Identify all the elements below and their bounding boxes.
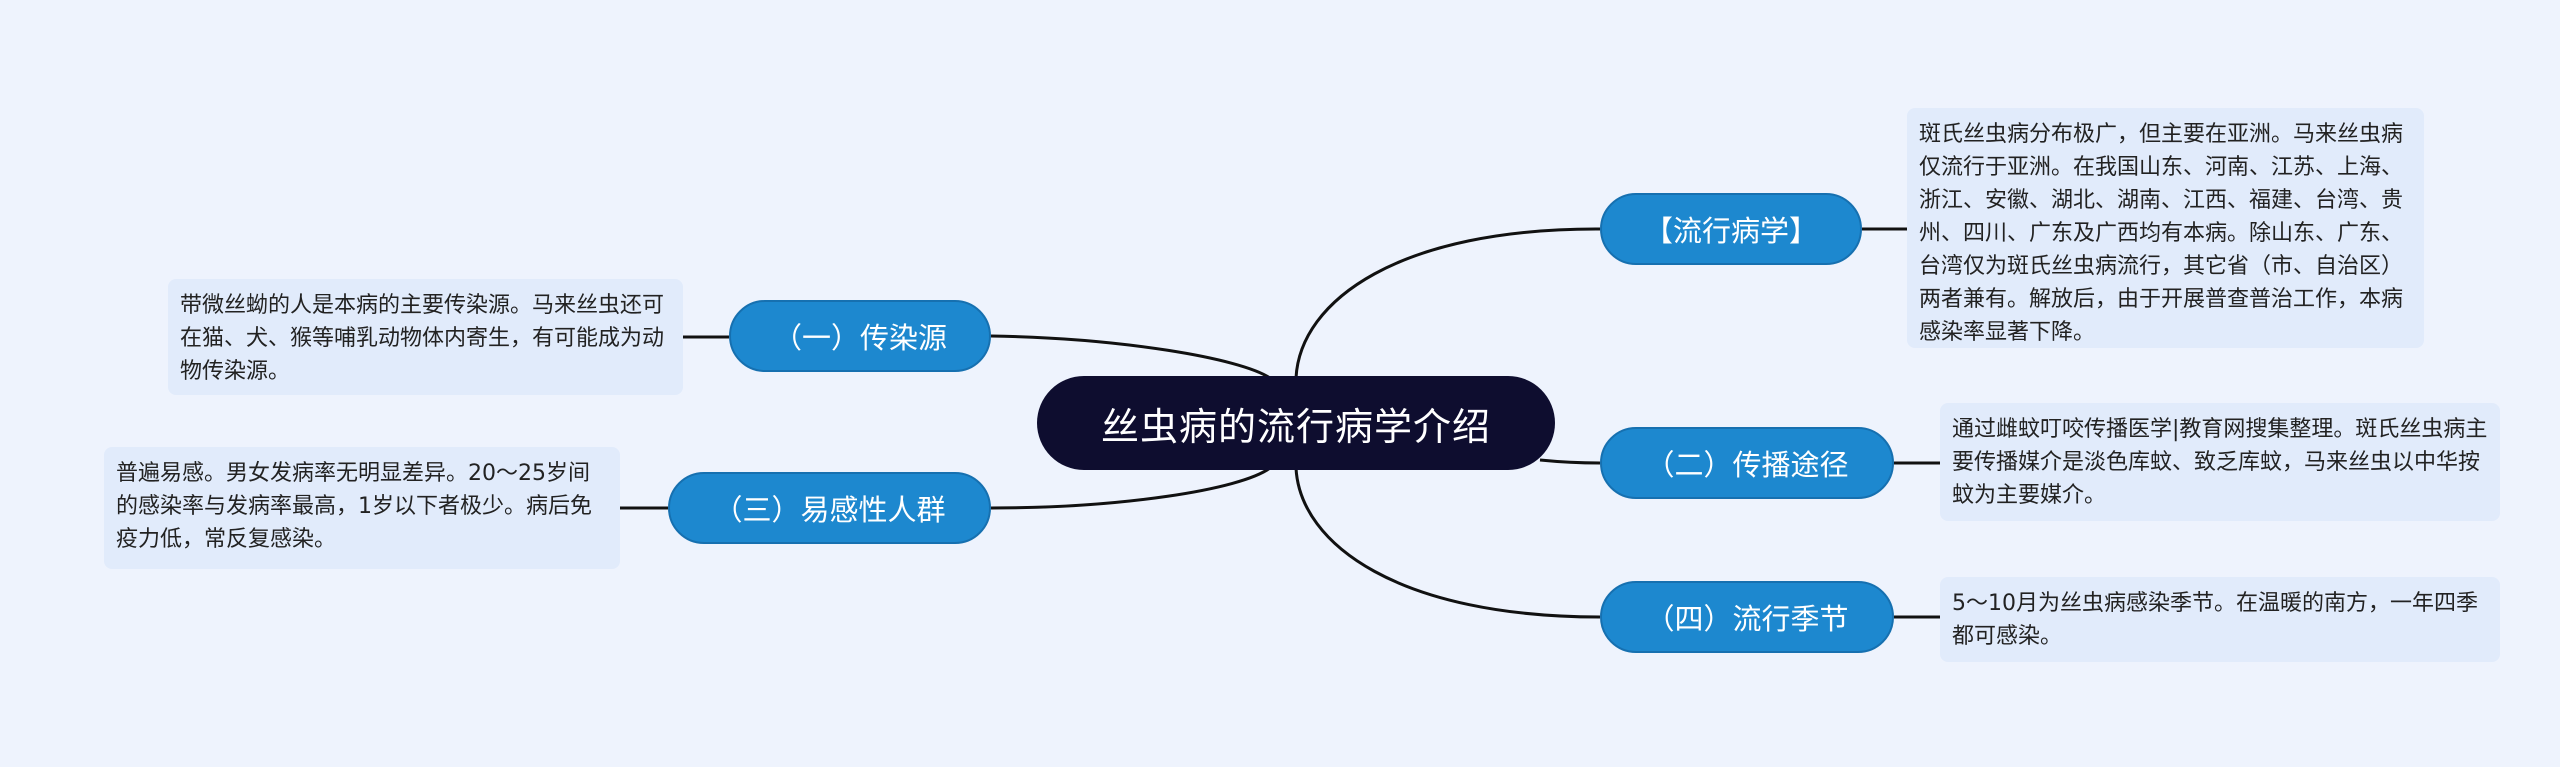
- connector-root-season: [1294, 467, 1601, 619]
- branch-population-label: （三）易感性人群: [713, 493, 946, 527]
- connector-root-source: [990, 334, 1271, 380]
- branch-route-label: （二）传播途径: [1645, 448, 1849, 482]
- root-topic[interactable]: 丝虫病的流行病学介绍: [1037, 376, 1555, 470]
- note-route[interactable]: 通过雌蚊叮咬传播医学|教育网搜集整理。斑氏丝虫病主要传播媒介是淡色库蚊、致乏库蚊…: [1940, 403, 2500, 521]
- branch-population[interactable]: （三）易感性人群: [668, 472, 991, 544]
- branch-epidemiology[interactable]: 【流行病学】: [1600, 193, 1862, 265]
- root-topic-label: 丝虫病的流行病学介绍: [1100, 404, 1491, 449]
- branch-season-label: （四）流行季节: [1645, 602, 1849, 636]
- branch-epidemiology-label: 【流行病学】: [1643, 214, 1818, 248]
- note-population[interactable]: 普遍易感。男女发病率无明显差异。20～25岁间的感染率与发病率最高，1岁以下者极…: [104, 447, 620, 569]
- note-season[interactable]: 5～10月为丝虫病感染季节。在温暖的南方，一年四季都可感染。: [1940, 577, 2500, 662]
- connector-root-epidemiology: [1294, 227, 1601, 379]
- note-epidemiology[interactable]: 斑氏丝虫病分布极广，但主要在亚洲。马来丝虫病仅流行于亚洲。在我国山东、河南、江苏…: [1907, 108, 2424, 348]
- note-source[interactable]: 带微丝蚴的人是本病的主要传染源。马来丝虫还可在猫、犬、猴等哺乳动物体内寄生，有可…: [168, 279, 683, 395]
- branch-season[interactable]: （四）流行季节: [1600, 581, 1894, 653]
- branch-source[interactable]: （一）传染源: [729, 300, 991, 372]
- branch-route[interactable]: （二）传播途径: [1600, 427, 1894, 499]
- connector-root-population: [990, 466, 1271, 510]
- connector-root-route: [1539, 458, 1601, 465]
- branch-source-label: （一）传染源: [772, 321, 947, 355]
